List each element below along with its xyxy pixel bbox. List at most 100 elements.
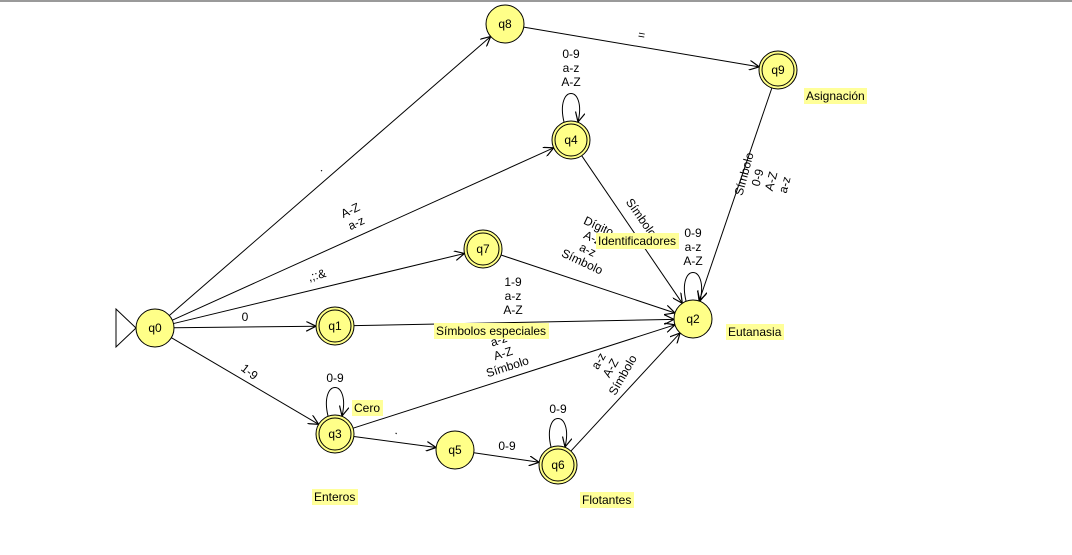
note-text: Asignación bbox=[806, 89, 865, 103]
transition-symbol: . bbox=[312, 163, 325, 174]
top-border bbox=[0, 0, 1072, 2]
state-circle bbox=[135, 308, 175, 348]
note-highlight bbox=[434, 323, 549, 339]
transition-q0-q1[interactable] bbox=[173, 326, 316, 328]
transition-q0-q8[interactable] bbox=[169, 36, 490, 316]
transition-label: 0-9 bbox=[326, 371, 344, 385]
transition-symbol: 0 bbox=[242, 310, 249, 324]
state-q0[interactable]: q0 bbox=[135, 308, 175, 348]
transition-q0-q7[interactable] bbox=[173, 253, 464, 325]
transition-symbol: ,;:& bbox=[306, 266, 327, 284]
transition-label: 0-9a-zA-Z bbox=[561, 47, 580, 89]
note-highlight bbox=[352, 400, 383, 416]
state-label: q1 bbox=[328, 319, 342, 333]
state-q5[interactable]: q5 bbox=[435, 430, 475, 470]
state-q4[interactable]: q4 bbox=[551, 120, 591, 160]
state-q3[interactable]: q3 bbox=[315, 414, 355, 454]
transition-label: . bbox=[312, 163, 325, 174]
transition-symbol: 0-9 bbox=[326, 371, 344, 385]
transition-symbol: = bbox=[637, 28, 646, 43]
note-cero[interactable]: Cero bbox=[352, 400, 383, 416]
accepting-ring bbox=[466, 232, 500, 266]
transition-symbol: a-z bbox=[563, 61, 580, 75]
transition-symbol: a-z bbox=[505, 289, 522, 303]
note-highlight bbox=[580, 492, 634, 508]
note-enteros[interactable]: Enteros bbox=[312, 489, 358, 505]
transition-symbol: a-z bbox=[776, 175, 794, 195]
note-highlight bbox=[726, 324, 784, 340]
note-text: Símbolos especiales bbox=[436, 324, 546, 338]
transition-label: 0-9a-zA-Z bbox=[683, 226, 702, 268]
transition-label: 0 bbox=[242, 310, 249, 324]
state-circle bbox=[463, 229, 503, 269]
accepting-ring bbox=[318, 309, 352, 343]
state-q7[interactable]: q7 bbox=[463, 229, 503, 269]
self-loop-q6[interactable] bbox=[549, 418, 566, 448]
state-q9[interactable]: q9 bbox=[758, 50, 798, 90]
state-label: q6 bbox=[551, 458, 565, 472]
note-text: Eutanasia bbox=[728, 325, 782, 339]
note-highlight bbox=[312, 489, 358, 505]
state-label: q7 bbox=[476, 242, 490, 256]
transition-symbol: A-Z bbox=[683, 254, 702, 268]
note-simbolos[interactable]: Símbolos especiales bbox=[434, 323, 549, 339]
transition-symbol: . bbox=[394, 423, 401, 437]
note-highlight bbox=[804, 88, 867, 104]
accepting-ring bbox=[761, 53, 795, 87]
transition-q1-q2[interactable] bbox=[353, 319, 674, 327]
transition-q0-q4[interactable] bbox=[172, 148, 553, 321]
self-loop-q4[interactable] bbox=[562, 93, 579, 123]
state-q6[interactable]: q6 bbox=[538, 445, 578, 485]
note-flotantes[interactable]: Flotantes bbox=[580, 492, 634, 508]
state-label: q3 bbox=[328, 427, 342, 441]
note-text: Flotantes bbox=[582, 493, 631, 507]
transition-label: 0-9 bbox=[498, 439, 516, 453]
self-loop-q3[interactable] bbox=[326, 387, 343, 417]
self-loop-q2[interactable] bbox=[684, 272, 701, 302]
note-highlight bbox=[596, 233, 679, 249]
transition-label: = bbox=[637, 28, 646, 43]
transition-symbol: a-z bbox=[346, 213, 367, 233]
transition-symbol: A-Z bbox=[492, 344, 515, 363]
state-circle bbox=[315, 306, 355, 346]
transition-symbol: A-Z bbox=[762, 170, 781, 192]
accepting-ring bbox=[318, 417, 352, 451]
transition-label: . bbox=[394, 423, 401, 437]
state-circle bbox=[315, 414, 355, 454]
accepting-ring bbox=[541, 448, 575, 482]
state-q1[interactable]: q1 bbox=[315, 306, 355, 346]
state-label: q4 bbox=[564, 133, 578, 147]
note-asignacion[interactable]: Asignación bbox=[804, 88, 867, 104]
transition-q6-q2[interactable] bbox=[570, 333, 680, 452]
state-circle bbox=[673, 299, 713, 339]
note-text: Identificadores bbox=[598, 234, 676, 248]
state-label: q5 bbox=[448, 443, 462, 457]
note-text: Enteros bbox=[314, 490, 355, 504]
initial-state-marker bbox=[115, 307, 137, 349]
transition-q5-q6[interactable] bbox=[473, 452, 539, 463]
transition-label: ,;:& bbox=[306, 266, 327, 284]
transition-symbol: 0-9 bbox=[562, 47, 580, 61]
transition-q8-q9[interactable] bbox=[523, 26, 760, 67]
transition-q3-q5[interactable] bbox=[353, 436, 436, 448]
note-text: Cero bbox=[354, 401, 380, 415]
transition-q3-q2[interactable] bbox=[352, 325, 675, 429]
state-q8[interactable]: q8 bbox=[485, 4, 525, 44]
transition-q7-q2[interactable] bbox=[500, 254, 675, 313]
transition-label: 1-9a-zA-Z bbox=[503, 275, 522, 317]
state-q2[interactable]: q2 bbox=[673, 299, 713, 339]
transition-q9-q2[interactable] bbox=[699, 87, 773, 301]
state-label: q0 bbox=[148, 321, 162, 335]
accepting-ring bbox=[554, 123, 588, 157]
transition-label: 0-9 bbox=[549, 402, 567, 416]
state-circle bbox=[485, 4, 525, 44]
state-circle bbox=[538, 445, 578, 485]
note-eutanasia[interactable]: Eutanasia bbox=[726, 324, 784, 340]
transition-q0-q3[interactable] bbox=[171, 337, 318, 425]
state-label: q2 bbox=[686, 312, 700, 326]
transition-symbol: A-Z bbox=[561, 75, 580, 89]
note-identificadores[interactable]: Identificadores bbox=[596, 233, 679, 249]
transition-q4-q2[interactable] bbox=[581, 155, 683, 304]
